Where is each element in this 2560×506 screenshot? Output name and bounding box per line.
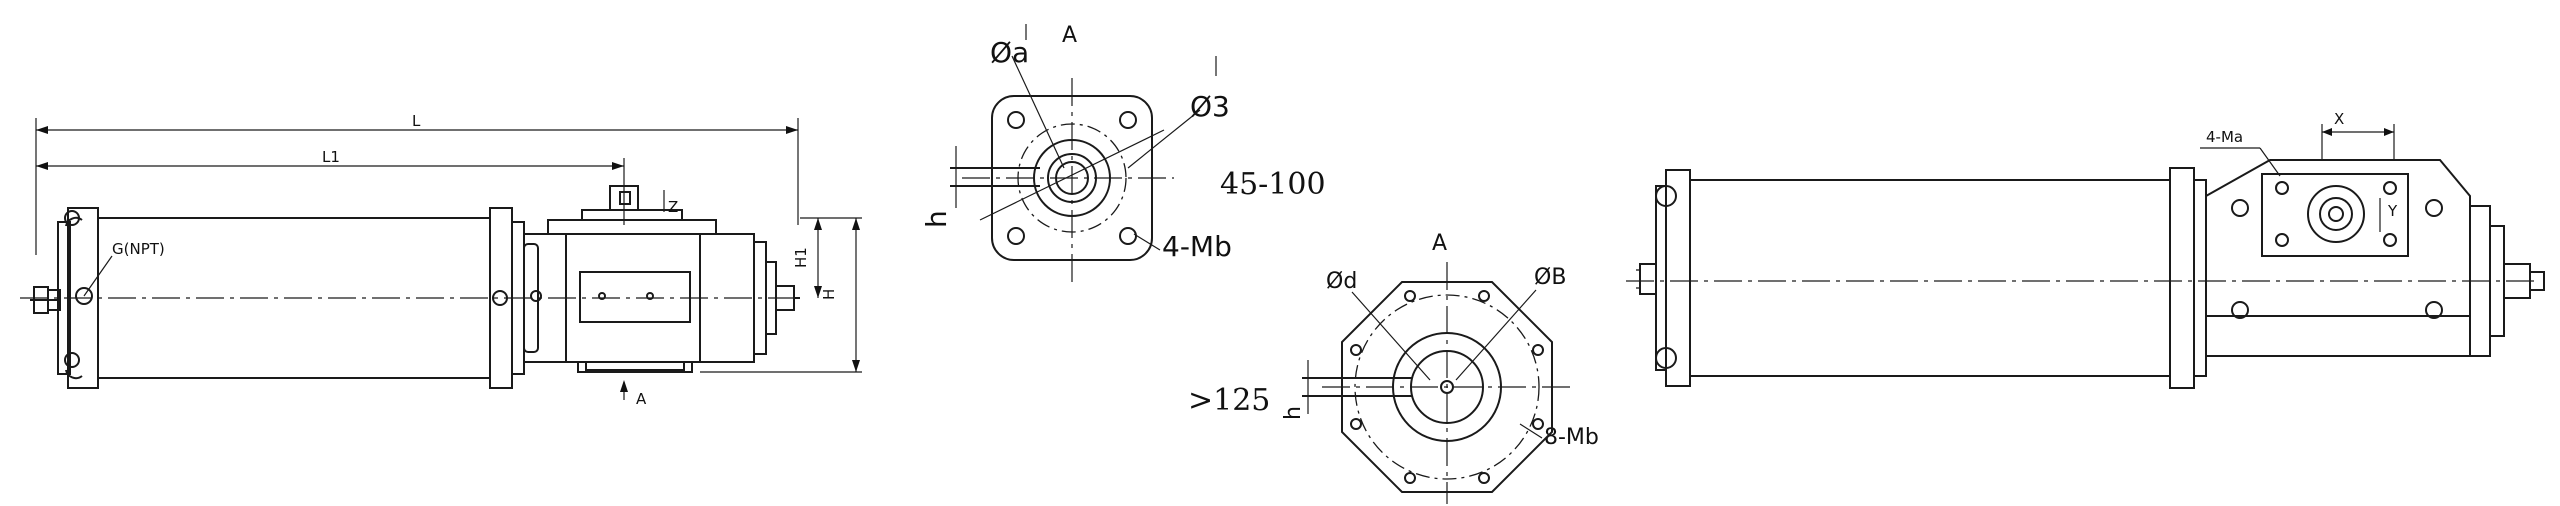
- dim-H1-label: H1: [792, 247, 810, 268]
- dim-h-large-label: h: [1281, 406, 1306, 420]
- view-a-large-flange: A Ød ØB 8-Mb h >125: [1188, 231, 1599, 504]
- dim-H-label: H: [820, 289, 838, 300]
- size-range-45-100: 45-100: [1220, 167, 1326, 202]
- dia-a-label: Øa: [990, 36, 1029, 69]
- view-a-small-title: A: [1062, 23, 1077, 48]
- dim-h-small-label: h: [920, 210, 953, 228]
- dim-X-label: X: [2334, 110, 2344, 128]
- view-a-small-flange: A Øa Ø3 4-Mb h 45-100: [920, 23, 1326, 282]
- bolt-holes-4Ma-label: 4-Ma: [2206, 128, 2243, 146]
- port-label: G(NPT): [112, 240, 165, 258]
- bolt-holes-8Mb-label: 8-Mb: [1544, 425, 1599, 450]
- bolt-holes-4Mb-label: 4-Mb: [1162, 230, 1232, 263]
- dim-Y-label: Y: [2387, 202, 2398, 220]
- view-a-large-title: A: [1432, 231, 1447, 256]
- size-range-125: >125: [1188, 383, 1270, 418]
- dim-L-label: L: [412, 112, 421, 130]
- dia-d-label: Ød: [1326, 269, 1357, 294]
- top-view-actuator: 4-Ma X Y: [1626, 110, 2545, 389]
- dim-Z-label: Z: [668, 198, 678, 216]
- dia-B-label: ØB: [1534, 265, 1566, 290]
- dim-L1-label: L1: [322, 148, 340, 166]
- side-view-actuator: L L1 G(NPT): [20, 112, 862, 408]
- view-A-marker: A: [636, 390, 647, 408]
- dia-3-label: Ø3: [1190, 90, 1230, 123]
